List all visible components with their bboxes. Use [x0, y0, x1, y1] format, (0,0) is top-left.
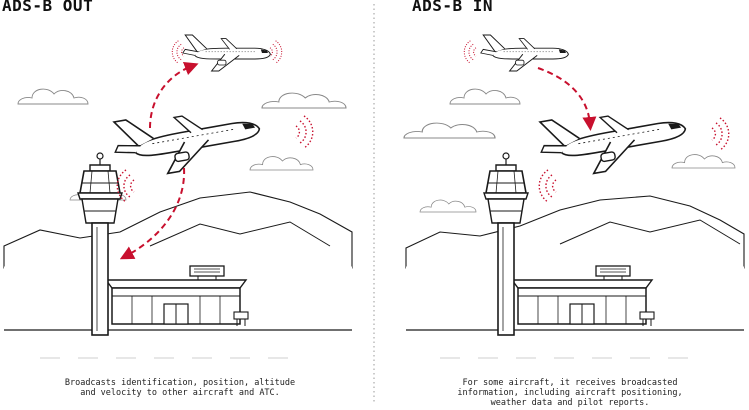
panel-title-ads-b-out: ADS-B OUT	[2, 0, 94, 15]
cloud-icon	[419, 199, 477, 213]
airplane-icon	[480, 34, 569, 72]
signal-waves-icon	[711, 117, 730, 151]
airplane-icon	[182, 34, 271, 72]
terminal-building-icon	[511, 265, 655, 327]
panel-title-ads-b-in: ADS-B IN	[412, 0, 494, 15]
signal-waves-icon	[295, 115, 314, 149]
signal-waves-icon	[538, 169, 557, 203]
caption-ads-b-in: For some aircraft, it receives broadcast…	[410, 378, 730, 408]
caption-ads-b-out: Broadcasts identification, position, alt…	[20, 378, 340, 398]
terminal-building-icon	[105, 265, 249, 327]
caption-line: Broadcasts identification, position, alt…	[64, 378, 296, 388]
caption-line: information, including aircraft position…	[457, 388, 683, 398]
caption-line: weather data and pilot reports.	[490, 398, 650, 408]
cloud-icon	[17, 88, 89, 105]
receive-arrow	[537, 67, 597, 131]
cloud-icon	[671, 154, 736, 169]
caption-line: and velocity to other aircraft and ATC.	[80, 388, 280, 398]
signal-waves-icon	[463, 40, 477, 64]
airplane-icon	[535, 96, 692, 183]
cloud-icon	[403, 122, 496, 139]
left-scene	[3, 34, 353, 359]
broadcast-arrow-down	[119, 167, 186, 260]
airplane-icon	[109, 96, 266, 183]
cloud-icon	[249, 156, 314, 171]
caption-line: For some aircraft, it receives broadcast…	[462, 378, 678, 388]
signal-waves-icon	[269, 40, 283, 64]
cloud-icon	[261, 92, 347, 109]
cloud-icon	[449, 88, 521, 105]
broadcast-arrow-up	[149, 61, 199, 129]
mountains-icon	[3, 191, 353, 269]
signal-waves-icon	[171, 40, 185, 64]
right-scene	[403, 34, 745, 359]
